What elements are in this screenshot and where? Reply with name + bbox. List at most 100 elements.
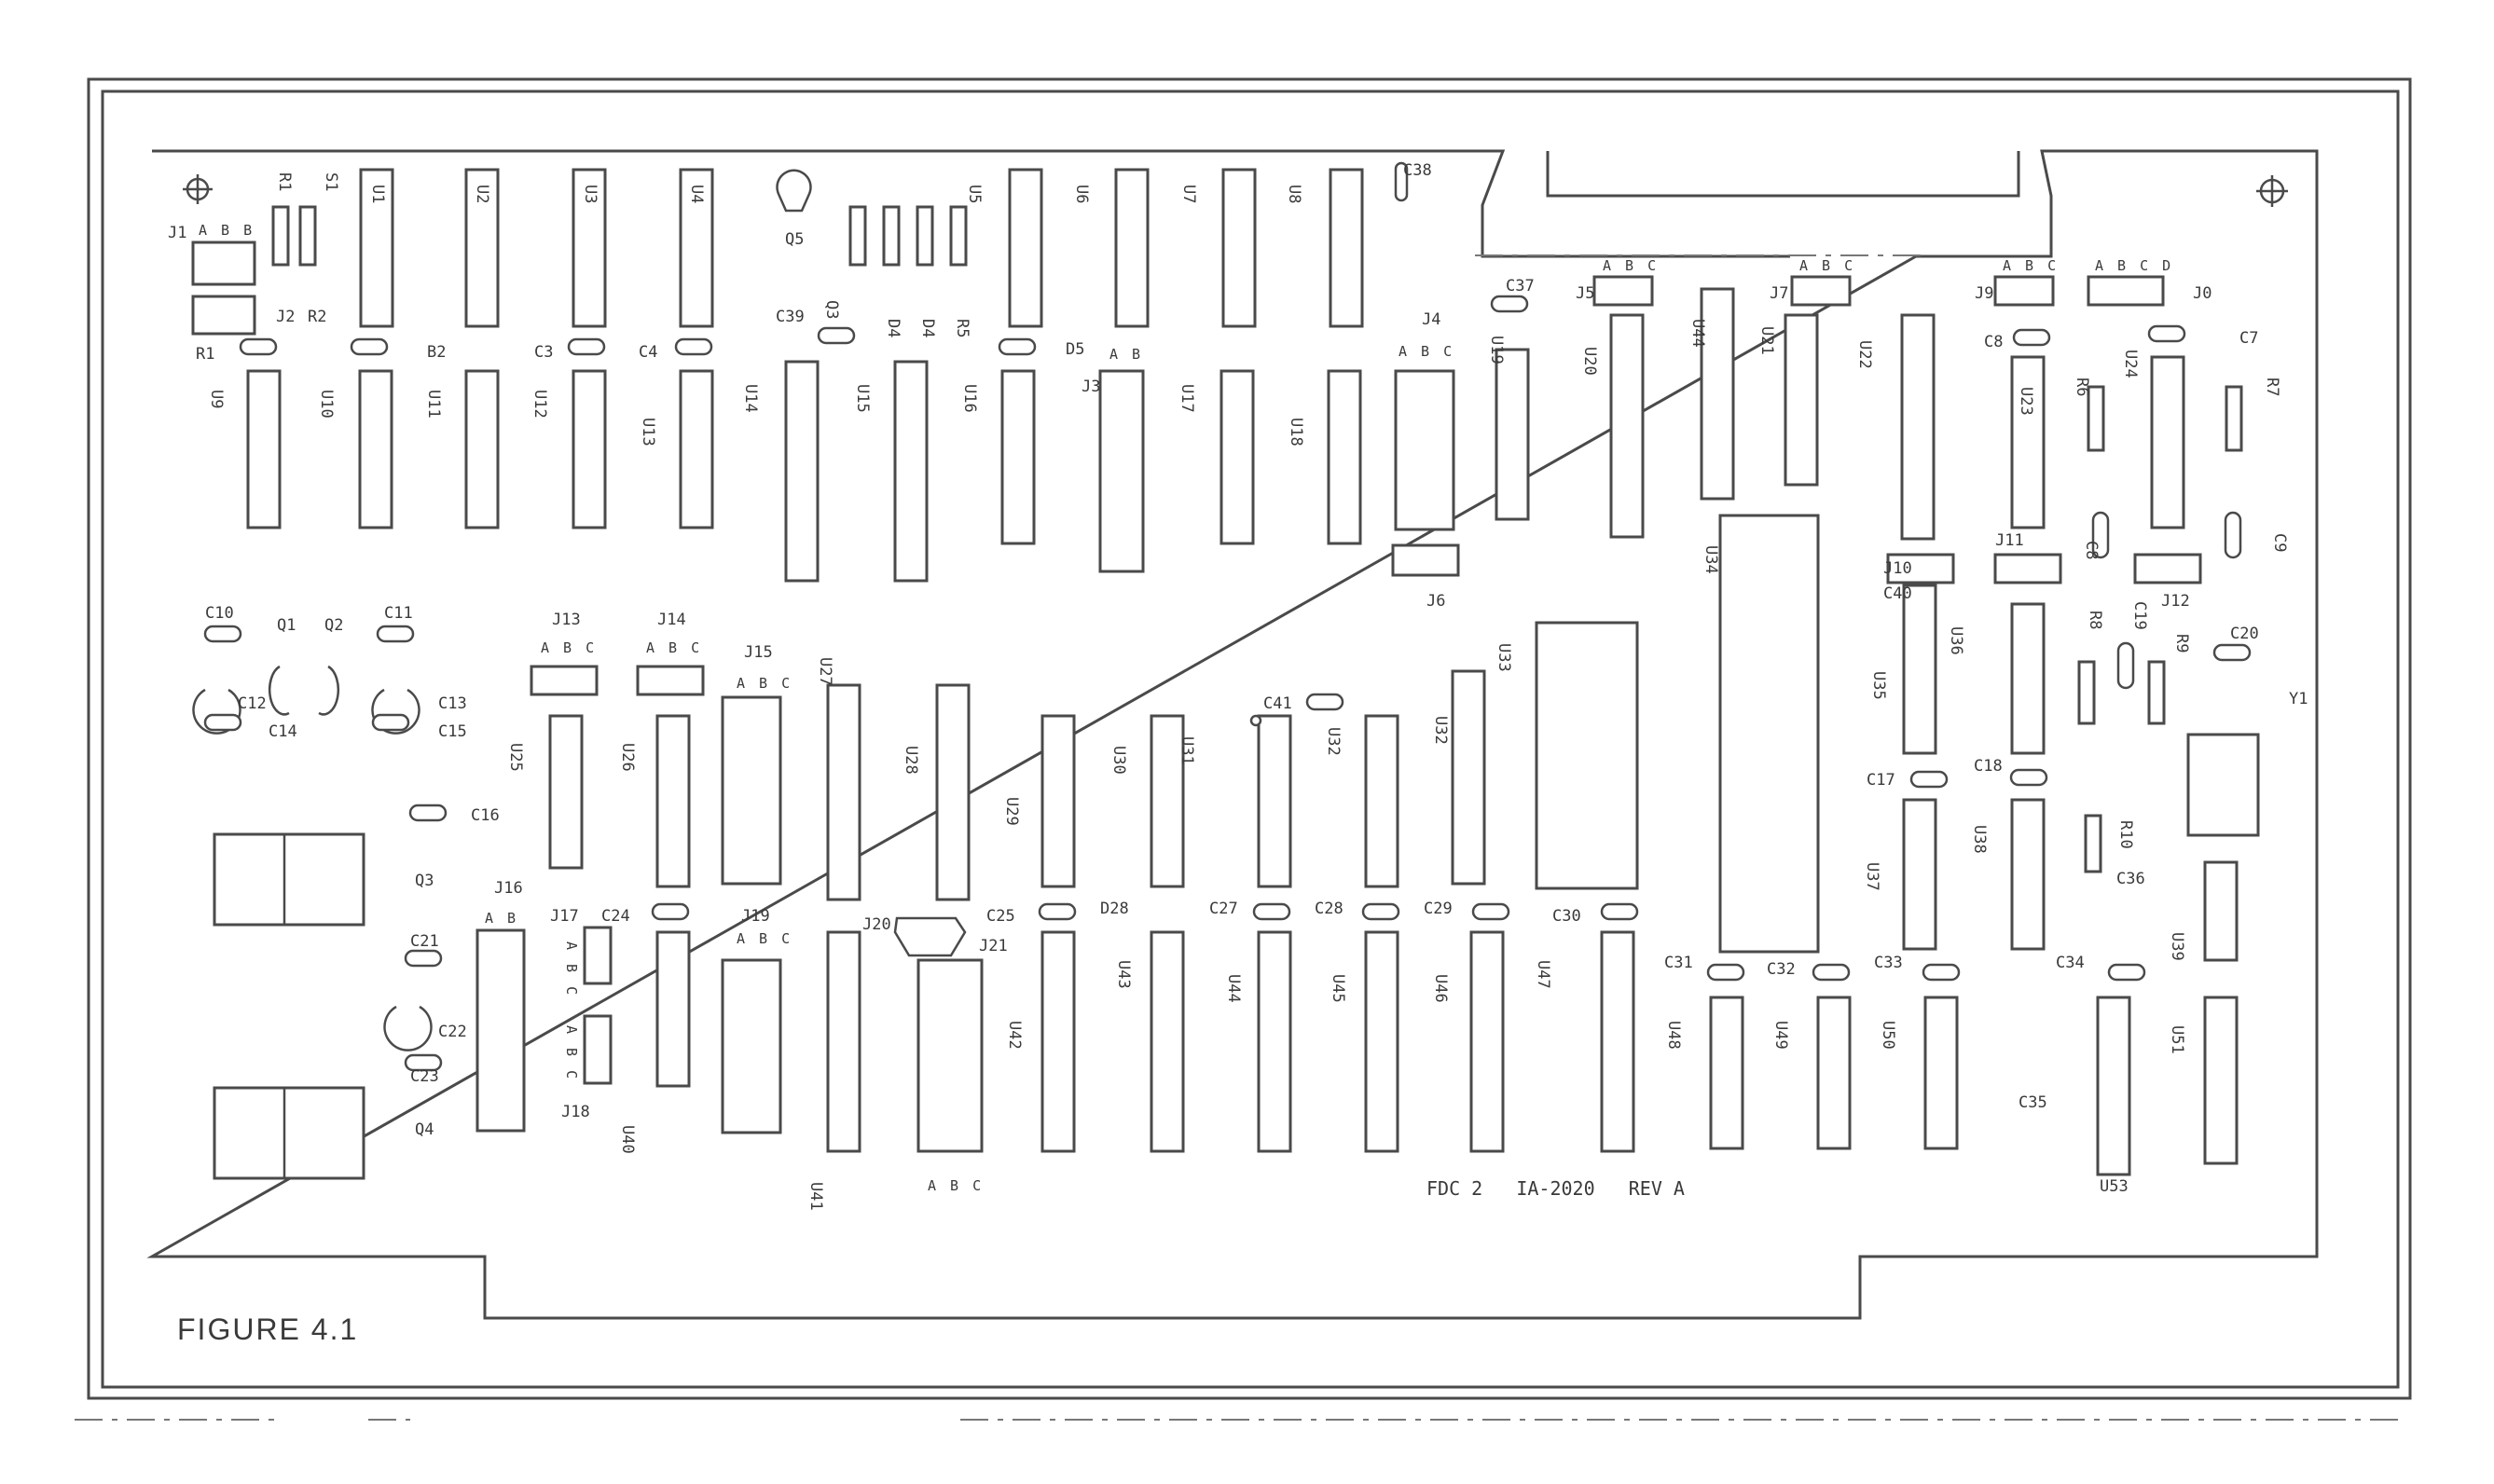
component-label: U9 [207,390,226,408]
y1-crystal [2186,733,2260,837]
component-label: U32 [1324,727,1343,756]
component-label: C13 [438,694,467,713]
component-label: C17 [1867,771,1895,790]
component-label: R5 [953,319,971,337]
component-label: J5 [1576,284,1594,303]
component-label: J6 [1426,592,1445,611]
component-label: U42 [1005,1021,1024,1050]
c22-electrolytic-icon [383,1005,433,1051]
inner-frame [101,89,2400,1389]
component-label: C38 [1403,161,1432,180]
component-label: A B C [928,1177,984,1194]
component-label: J13 [552,611,581,629]
component-label: C24 [601,907,630,926]
component-label: D4 [918,319,937,337]
component-label: U44 [1224,974,1243,1003]
component-label: J15 [744,643,773,662]
component-label: U23 [2017,387,2035,416]
component-label: U20 [1580,347,1599,376]
component-label: U37 [1863,862,1881,891]
component-label: R2 [308,308,326,326]
component-label: C11 [384,604,413,623]
component-label: Q1 [277,616,296,635]
component-label: D5 [1066,340,1084,359]
mounting-hole-left-icon [183,174,213,204]
ic-row-top [359,168,1364,328]
component-label: R6 [2073,378,2091,396]
component-label: R1 [275,172,294,191]
component-label: C27 [1209,900,1238,918]
mounting-hole-right-icon [2256,175,2288,207]
component-label: J21 [979,937,1008,955]
component-label: U5 [965,185,984,203]
component-label: J12 [2161,592,2190,611]
component-label: U41 [806,1182,825,1211]
capacitors-row3 [651,693,2146,982]
component-label: U13 [639,418,657,447]
component-label: A B C [541,639,597,656]
component-label: A B C [1399,343,1454,360]
component-label: A B B [199,222,255,239]
component-label: J9 [1975,284,1993,303]
j20-regulator-icon [893,916,967,957]
component-label: S1 [322,172,340,191]
component-label: C32 [1767,960,1796,979]
component-label: R9 [2172,634,2191,653]
component-label: U4 [687,185,706,203]
component-label: R7 [2263,378,2281,396]
component-label: U29 [1002,797,1021,826]
component-label: C7 [2239,329,2258,348]
component-label: U14 [741,384,760,413]
component-label: Q5 [785,230,804,249]
component-label: J1 [168,224,186,242]
component-label: J17 [550,907,579,926]
component-label: C23 [410,1067,439,1086]
component-label: C12 [238,694,267,713]
component-label: R1 [196,345,214,364]
component-label: C41 [1263,694,1292,713]
component-label: U32 [1431,716,1450,745]
component-label: D28 [1100,900,1129,918]
component-label: U46 [1431,974,1450,1003]
component-label: U7 [1179,185,1198,203]
capacitors-row2 [239,161,2186,356]
component-label: J19 [741,907,770,926]
j1-block [191,240,256,286]
component-label: U17 [1178,384,1196,413]
component-label: C31 [1664,954,1693,972]
component-label: U47 [1534,960,1552,989]
component-label: U35 [1869,671,1888,700]
component-label: U31 [1178,736,1196,765]
component-label: U51 [2168,1025,2186,1054]
component-label: U19 [1487,336,1506,364]
component-label: J16 [494,879,523,898]
component-label: J3 [1082,378,1100,396]
component-label: U16 [960,384,979,413]
component-label: U27 [816,657,834,686]
component-label: A B C [646,639,702,656]
component-label: U25 [506,743,525,772]
component-label: A B C [737,930,792,947]
j2-block [191,295,256,336]
ic-row-bottom [475,926,2239,1176]
component-label: C18 [1974,757,2003,776]
component-label: U30 [1109,746,1128,775]
component-label: J7 [1770,284,1788,303]
component-label: J18 [561,1103,590,1121]
component-label: C15 [438,722,467,741]
component-label: C40 [1883,584,1912,603]
component-label: U22 [1855,340,1874,369]
component-label: U10 [317,390,336,419]
component-label: C16 [471,806,500,825]
q4-package [213,1086,365,1180]
component-label: C19 [2130,601,2149,630]
component-label: U49 [1771,1021,1790,1050]
component-label: C3 [534,343,553,362]
component-label: C35 [2019,1093,2047,1112]
component-label: U3 [581,185,599,203]
component-label: U8 [1285,185,1303,203]
component-label: C34 [2056,954,2085,972]
component-label: U2 [473,185,491,203]
